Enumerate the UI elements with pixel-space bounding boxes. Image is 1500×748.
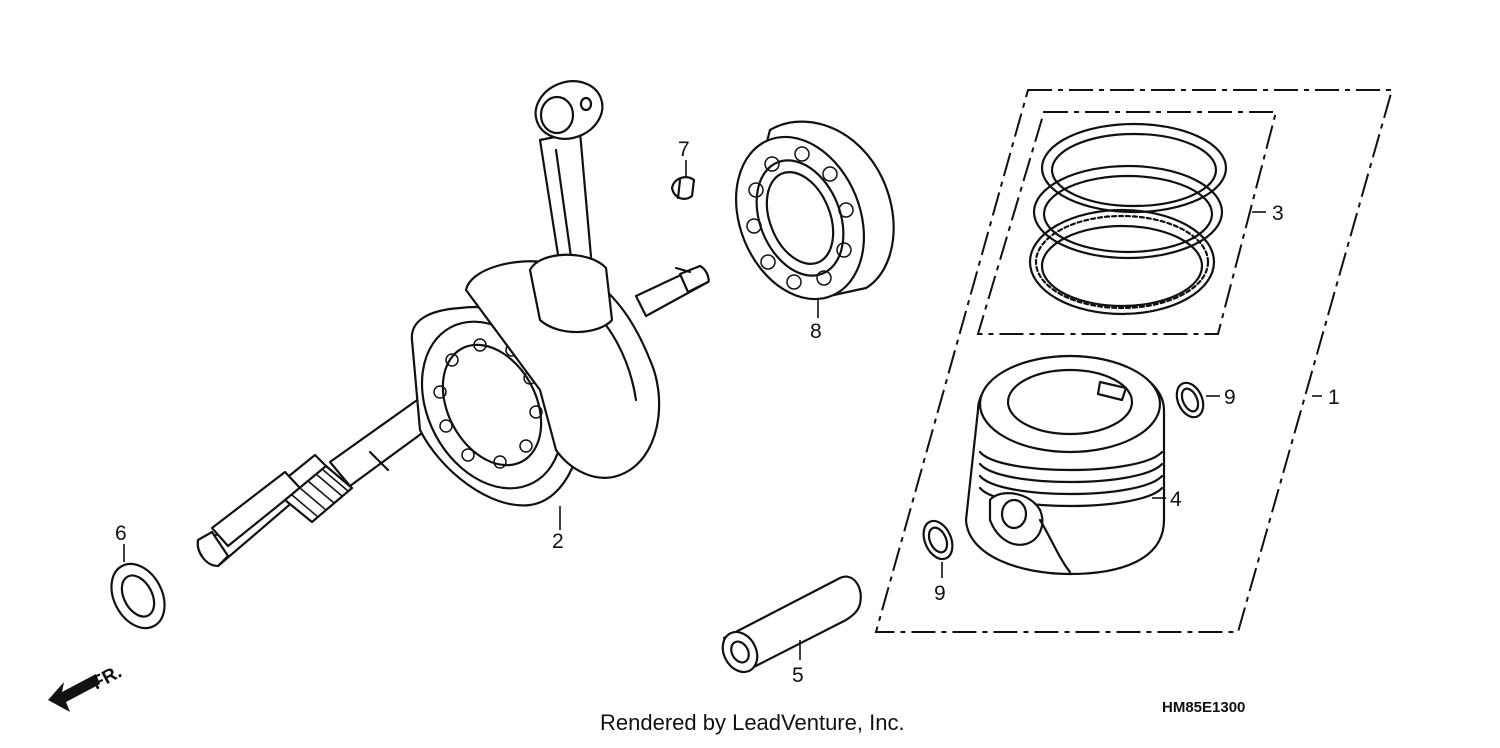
callout-7: 7 bbox=[678, 138, 690, 161]
front-direction-arrow-icon bbox=[48, 674, 100, 712]
callout-4: 4 bbox=[1170, 488, 1182, 511]
diagram-code: HM85E1300 bbox=[1162, 699, 1245, 716]
piston-pin-icon[interactable] bbox=[716, 575, 862, 678]
callout-3: 3 bbox=[1272, 202, 1284, 225]
ball-bearing-icon[interactable] bbox=[713, 118, 895, 319]
callout-2: 2 bbox=[552, 530, 564, 553]
piston-ring-set-icon[interactable] bbox=[976, 111, 1278, 335]
front-direction-label: FR. bbox=[88, 662, 125, 695]
washer-icon[interactable] bbox=[101, 555, 175, 638]
callout-1: 1 bbox=[1328, 386, 1340, 409]
callout-6: 6 bbox=[115, 522, 127, 545]
callout-9-lower: 9 bbox=[934, 582, 946, 605]
piston-icon[interactable] bbox=[964, 354, 1166, 576]
render-credit: Rendered by LeadVenture, Inc. bbox=[600, 710, 905, 735]
callout-5: 5 bbox=[792, 664, 804, 687]
pin-clip-icon[interactable] bbox=[1172, 379, 1209, 422]
crankshaft-icon[interactable] bbox=[196, 72, 710, 568]
callout-8: 8 bbox=[810, 320, 822, 343]
callout-9-upper: 9 bbox=[1224, 386, 1236, 409]
woodruff-key-icon[interactable] bbox=[670, 176, 696, 200]
piston-set-icon[interactable] bbox=[874, 89, 1394, 633]
pin-clip-icon[interactable] bbox=[918, 516, 958, 563]
